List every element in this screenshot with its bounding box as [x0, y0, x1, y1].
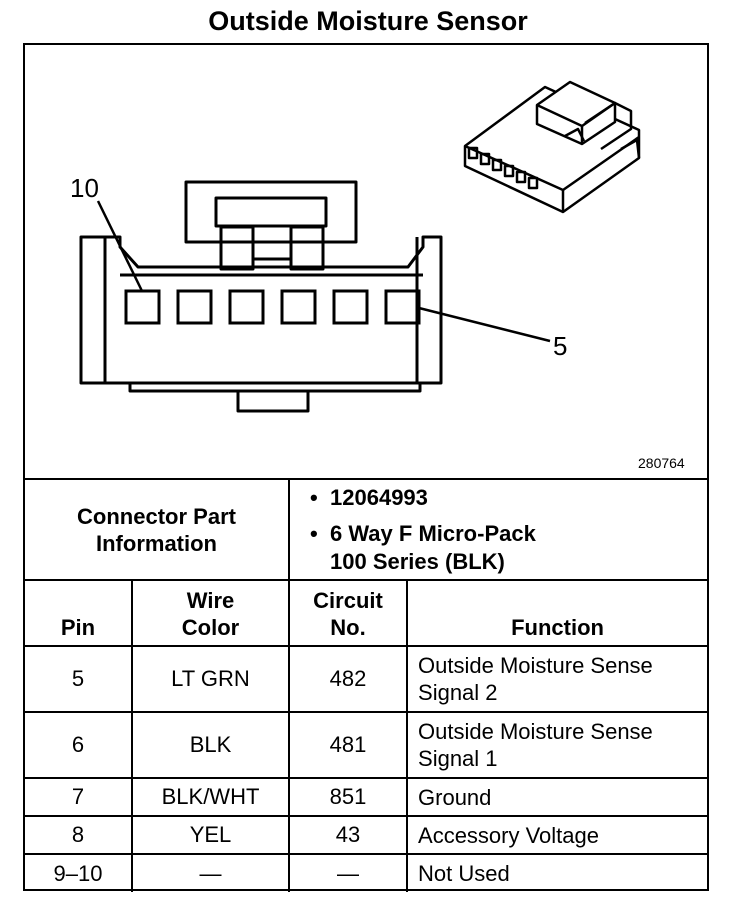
connector-info-label: Connector Part Information — [25, 478, 291, 581]
pin-cavity-10 — [124, 289, 161, 325]
wire-color-cell: BLK/WHT — [130, 777, 291, 817]
connector-info-row: Connector Part Information • 12064993 • … — [25, 478, 708, 581]
circuit-cell: 481 — [288, 711, 409, 779]
part-number: 12064993 — [330, 484, 428, 510]
function-cell: Accessory Voltage — [406, 815, 708, 855]
connector-description-line2: 100 Series (BLK) — [330, 548, 505, 574]
table-row: 9–10 — — Not Used — [25, 853, 708, 892]
function-cell: Outside Moisture Sense Signal 1 — [406, 711, 708, 779]
pin-cell: 9–10 — [25, 853, 133, 892]
connector-face-view — [79, 80, 641, 413]
table-row: 7 BLK/WHT 851 Ground — [25, 777, 708, 817]
figure-id: 280764 — [638, 455, 685, 471]
leader-line-5 — [418, 306, 551, 343]
pin-number-label-5: 5 — [553, 331, 568, 361]
pin-cavity-5 — [384, 289, 421, 325]
connector-info-value: • 12064993 • 6 Way F Micro-Pack 100 Seri… — [288, 478, 708, 581]
function-cell: Not Used — [406, 853, 708, 892]
connector-isometric-view — [463, 80, 641, 214]
connector-description: 6 Way F Micro-Pack — [330, 520, 536, 546]
header-wire-color: Wire Color — [130, 579, 291, 647]
function-cell: Ground — [406, 777, 708, 817]
wire-color-cell: YEL — [130, 815, 291, 855]
function-cell: Outside Moisture Sense Signal 2 — [406, 645, 708, 713]
wire-color-cell: — — [130, 853, 291, 892]
page-title: Outside Moisture Sensor — [208, 6, 528, 36]
circuit-cell: 482 — [288, 645, 409, 713]
pin-cavity-9 — [176, 289, 213, 325]
header-circuit-no: Circuit No. — [288, 579, 409, 647]
pin-number-label-10: 10 — [70, 173, 99, 203]
leader-line-10 — [96, 200, 144, 292]
table-header-row: Pin Wire Color Circuit No. Function — [25, 579, 708, 647]
pinout-table: Connector Part Information • 12064993 • … — [25, 478, 708, 892]
connector-drawing: 10 5 280764 — [25, 45, 707, 478]
table-row: 6 BLK 481 Outside Moisture Sense Signal … — [25, 711, 708, 779]
pin-cell: 7 — [25, 777, 133, 817]
pin-cell: 6 — [25, 711, 133, 779]
header-function: Function — [406, 579, 708, 647]
connector-diagram-frame: 10 5 280764 Connector Part Information •… — [23, 43, 709, 892]
wire-color-cell: BLK — [130, 711, 291, 779]
table-row: 8 YEL 43 Accessory Voltage — [25, 815, 708, 855]
circuit-cell: 851 — [288, 777, 409, 817]
circuit-cell: 43 — [288, 815, 409, 855]
pin-cavity-8 — [228, 289, 265, 325]
connector-latch — [184, 180, 358, 244]
pin-cell: 8 — [25, 815, 133, 855]
pin-cavity-7 — [280, 289, 317, 325]
wire-color-cell: LT GRN — [130, 645, 291, 713]
circuit-cell: — — [288, 853, 409, 892]
pin-cell: 5 — [25, 645, 133, 713]
table-row: 5 LT GRN 482 Outside Moisture Sense Sign… — [25, 645, 708, 713]
header-pin: Pin — [25, 579, 133, 647]
pin-cavity-6 — [332, 289, 369, 325]
